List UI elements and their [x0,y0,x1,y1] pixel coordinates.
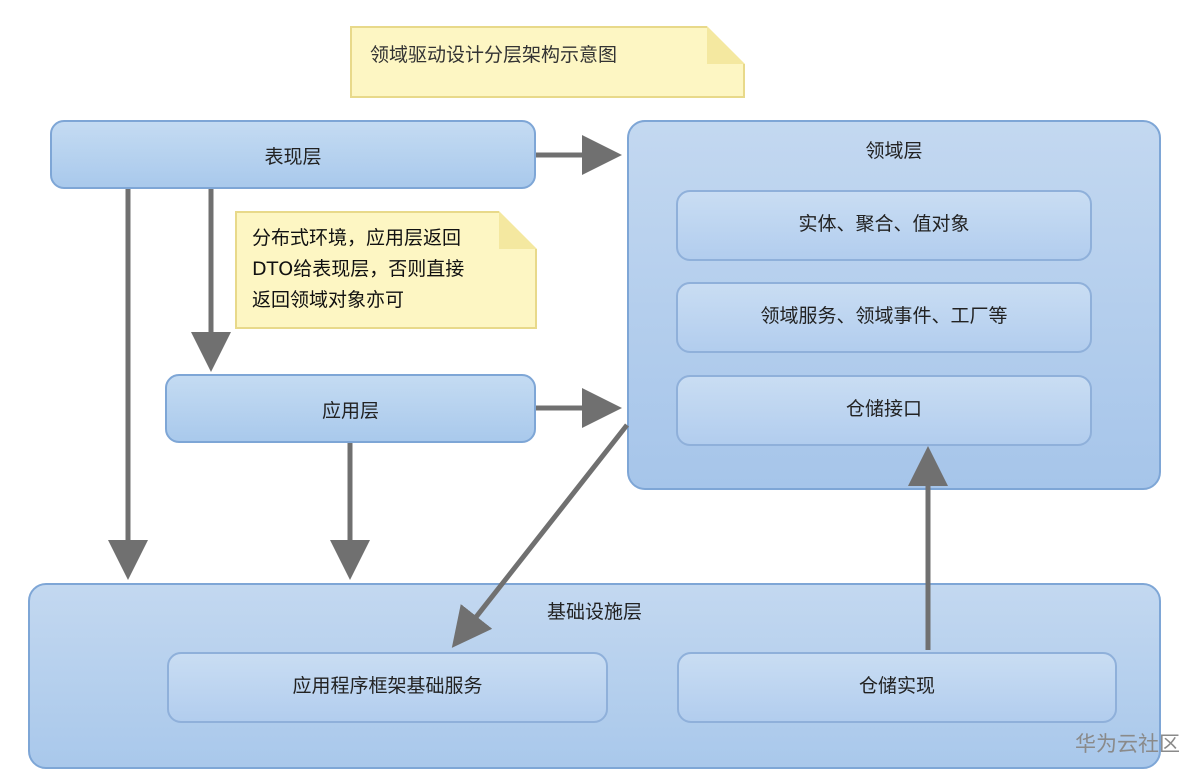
application-layer-box: 应用层 [165,374,536,443]
dto-note-line-3: 返回领域对象亦可 [252,289,405,311]
presentation-layer-box: 表现层 [50,120,536,189]
infra-item-repository-impl: 仓储实现 [677,652,1117,723]
dto-note-text: 分布式环境，应用层返回 DTO给表现层，否则直接 返回领域对象亦可 [252,223,464,316]
application-layer-label: 应用层 [321,400,379,422]
domain-item-label: 仓储接口 [845,398,922,420]
infra-item-framework-services: 应用程序框架基础服务 [167,652,608,723]
domain-item-repository-interface: 仓储接口 [676,375,1092,446]
domain-layer-box: 领域层 实体、聚合、值对象 领域服务、领域事件、工厂等 仓储接口 [627,120,1161,490]
note-fold-corner [499,211,537,249]
title-note: 领域驱动设计分层架构示意图 [350,26,745,98]
title-note-text: 领域驱动设计分层架构示意图 [370,44,618,66]
note-fold-corner [707,26,745,64]
dto-note-line-1: 分布式环境，应用层返回 [252,227,462,249]
presentation-layer-label: 表现层 [264,146,322,168]
infrastructure-layer-label: 基础设施层 [546,601,642,623]
domain-item-entities: 实体、聚合、值对象 [676,190,1092,261]
infra-item-label: 仓储实现 [858,675,935,697]
domain-item-label: 实体、聚合、值对象 [798,213,970,235]
infra-item-label: 应用程序框架基础服务 [292,675,483,697]
dto-note-line-2: DTO给表现层，否则直接 [252,258,465,280]
dto-note: 分布式环境，应用层返回 DTO给表现层，否则直接 返回领域对象亦可 [235,211,537,329]
watermark: 华为云社区 [1075,732,1180,756]
domain-layer-label: 领域层 [865,140,923,162]
domain-item-services: 领域服务、领域事件、工厂等 [676,282,1092,353]
infrastructure-layer-box: 基础设施层 应用程序框架基础服务 仓储实现 [28,583,1161,769]
domain-item-label: 领域服务、领域事件、工厂等 [760,305,1008,327]
arrow-domain-to-framework-services [451,423,629,648]
